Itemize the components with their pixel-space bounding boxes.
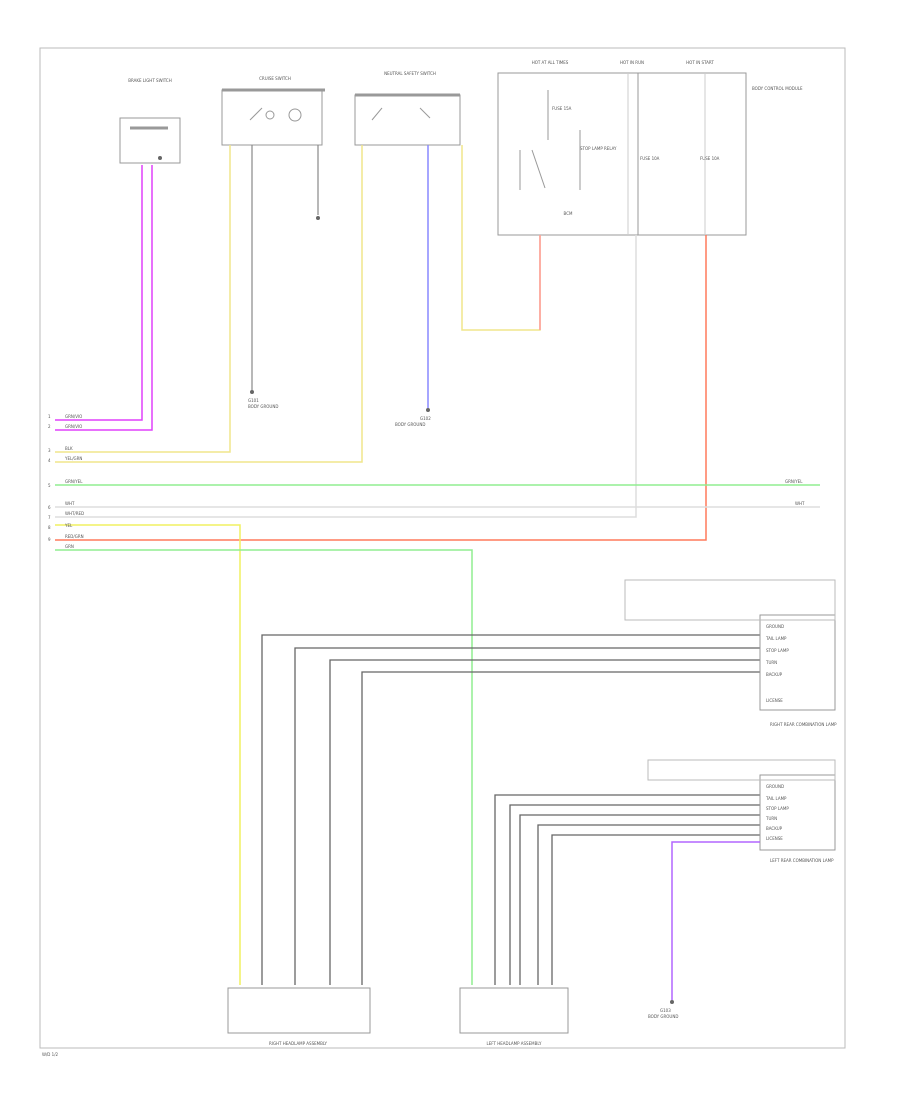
bcm-top2: HOT IN RUN [620,60,644,65]
right-headlamp-bundle [261,634,760,985]
wire-neutral-yel [55,145,363,463]
left-rear-combo-box [759,774,836,851]
wire-left-purple [671,841,760,1000]
wire-bcm-wht [55,235,637,518]
wire-label-6: WHT [65,501,75,506]
pin-7: 7 [48,515,51,520]
rear-label-7: GROUND [766,784,784,789]
bcm-fuse2: FUSE 10A [640,156,660,161]
rear-label-11: BACKUP [766,826,783,831]
ground-g1 [250,390,254,394]
rear-label-8: TAIL LAMP [765,796,787,801]
brake-switch: BRAKE LIGHT SWITCH [119,78,181,164]
bcm-top1: HOT AT ALL TIMES [532,60,569,65]
pin-6: 6 [48,505,51,510]
neutral-switch-label: NEUTRAL SAFETY SWITCH [384,71,436,76]
right-headlamp-label: RIGHT HEADLAMP ASSEMBLY [269,1041,328,1046]
pin-4: 4 [48,458,51,463]
wire-label-right2: WHT [795,501,805,506]
ground-g3 [670,1000,674,1004]
wire-label-2: GRN/VIO [65,424,82,429]
pin-3: 3 [48,448,51,453]
left-headlamp-label: LEFT HEADLAMP ASSEMBLY [487,1041,542,1046]
rear-label-1: GROUND [766,624,784,629]
pin-8: 8 [48,525,51,530]
bcm-fuse1: FUSE 15A [552,106,572,111]
wire-label-4: YEL/GRN [64,456,82,461]
cruise-switch: CRUISE SWITCH [221,76,325,146]
wire-bcm-red [55,235,707,541]
ground-g3-id: G103 [660,1008,671,1013]
wire-label-3: BLK [65,446,73,451]
left-rear-combo-label: LEFT REAR COMBINATION LAMP [770,858,834,863]
bcm-box: HOT AT ALL TIMES HOT IN RUN HOT IN START… [497,60,803,236]
wire-label-8: YEL [64,523,73,528]
pin-2: 2 [48,424,51,429]
right-rear-combo-box [759,614,836,711]
bcm-fuse3: FUSE 10A [700,156,720,161]
wire-label-10: GRN [65,544,74,549]
cruise-switch-label: CRUISE SWITCH [259,76,291,81]
rear-label-9: STOP LAMP [766,806,789,811]
footer-label: W/D 1/2 [42,1052,59,1057]
wire-label-right: GRN/YEL [785,479,803,484]
rear-label-5: BACKUP [766,672,783,677]
cruise-side-dot [316,216,320,220]
wire-grn-down [55,549,473,985]
bcm-side: BODY CONTROL MODULE [752,86,803,91]
wire-label-5: GRN/YEL [65,479,83,484]
bcm-relay: STOP LAMP RELAY [580,146,617,151]
bcm-label: BCM [564,211,573,216]
rear-label-3: STOP LAMP [766,648,789,653]
left-rear-top-box [647,759,836,781]
rear-label-4: TURN [765,660,777,665]
neutral-switch: NEUTRAL SAFETY SWITCH [354,71,461,146]
left-headlamp-box [459,987,569,1034]
ground-g1-id: G101 [248,398,259,403]
right-rear-top-box [624,579,836,621]
wire-label-1: GRN/VIO [65,414,82,419]
diagram-border [39,47,846,1049]
right-headlamp-box [227,987,371,1034]
wire-label-9: RED/GRN [65,534,84,539]
wire-yel-down [55,524,241,985]
pin-9: 9 [48,537,51,542]
right-rear-combo-label: RIGHT REAR COMBINATION LAMP [770,722,837,727]
brake-switch-label: BRAKE LIGHT SWITCH [128,78,171,83]
pin-5: 5 [48,483,51,488]
ground-g3-label: BODY GROUND [648,1014,678,1019]
ground-g1-label: BODY GROUND [248,404,278,409]
pin-1: 1 [48,414,51,419]
ground-g2-id: G102 [420,416,431,421]
bcm-top3: HOT IN START [686,60,714,65]
wire-cruise-yel [55,145,231,453]
wire-brake-b [55,165,153,431]
rear-label-12: LICENSE [766,836,783,841]
ground-g2-label: BODY GROUND [395,422,425,427]
ground-g2 [426,408,430,412]
rear-label-6: LICENSE [766,698,783,703]
wire-label-7: WHT/RED [65,511,84,516]
wire-brake-a [55,165,143,421]
rear-label-10: TURN [765,816,777,821]
rear-label-2: TAIL LAMP [765,636,787,641]
wire-neutral-out [461,145,541,331]
left-headlamp-bundle [494,794,760,985]
